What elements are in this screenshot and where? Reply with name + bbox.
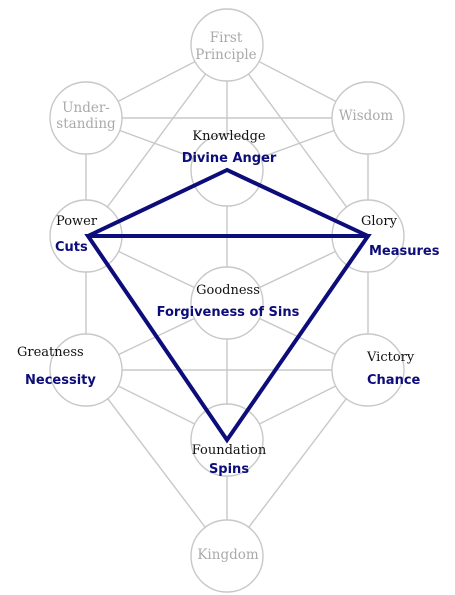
goodness-label: Goodness <box>196 283 260 298</box>
kingdom-circle <box>190 519 264 593</box>
measures-attribute: Measures <box>369 244 440 259</box>
path-victory-kingdom <box>226 369 369 557</box>
path-first_principle-glory <box>226 44 369 237</box>
cuts-attribute: Cuts <box>55 240 88 255</box>
first-principle-line1: First <box>209 30 243 46</box>
divine-anger-attribute: Divine Anger <box>181 151 277 166</box>
first-principle-label: First Principle <box>188 30 264 64</box>
understanding-line1: Under- <box>62 100 110 116</box>
chance-attribute: Chance <box>367 373 421 388</box>
understanding-circle <box>49 81 123 155</box>
path-greatness-kingdom <box>85 369 228 557</box>
wisdom-label: Wisdom <box>338 108 394 124</box>
sephirot-circles <box>49 8 405 593</box>
spins-attribute: Spins <box>208 462 250 477</box>
necessity-attribute: Necessity <box>25 373 96 388</box>
glory-label: Glory <box>361 214 397 229</box>
star-downward-triangle <box>84 234 372 444</box>
first-principle-circle <box>190 8 264 82</box>
forgiveness-of-sins-attribute: Forgiveness of Sins <box>156 305 300 320</box>
first-principle-line2: Principle <box>195 47 257 63</box>
understanding-line2: standing <box>56 116 116 132</box>
greatness-label: Greatness <box>17 345 84 360</box>
understanding-label: Under- standing <box>48 100 124 132</box>
power-label: Power <box>56 214 98 229</box>
hexagram-star <box>84 167 372 444</box>
goodness-circle <box>190 266 264 340</box>
foundation-label: Foundation <box>191 443 267 458</box>
victory-label: Victory <box>367 350 415 365</box>
victory-circle <box>331 333 405 407</box>
path-first_principle-power <box>85 44 228 237</box>
kingdom-label: Kingdom <box>197 547 259 563</box>
greatness-circle <box>49 333 123 407</box>
wisdom-circle <box>331 81 405 155</box>
knowledge-label: Knowledge <box>192 129 266 144</box>
